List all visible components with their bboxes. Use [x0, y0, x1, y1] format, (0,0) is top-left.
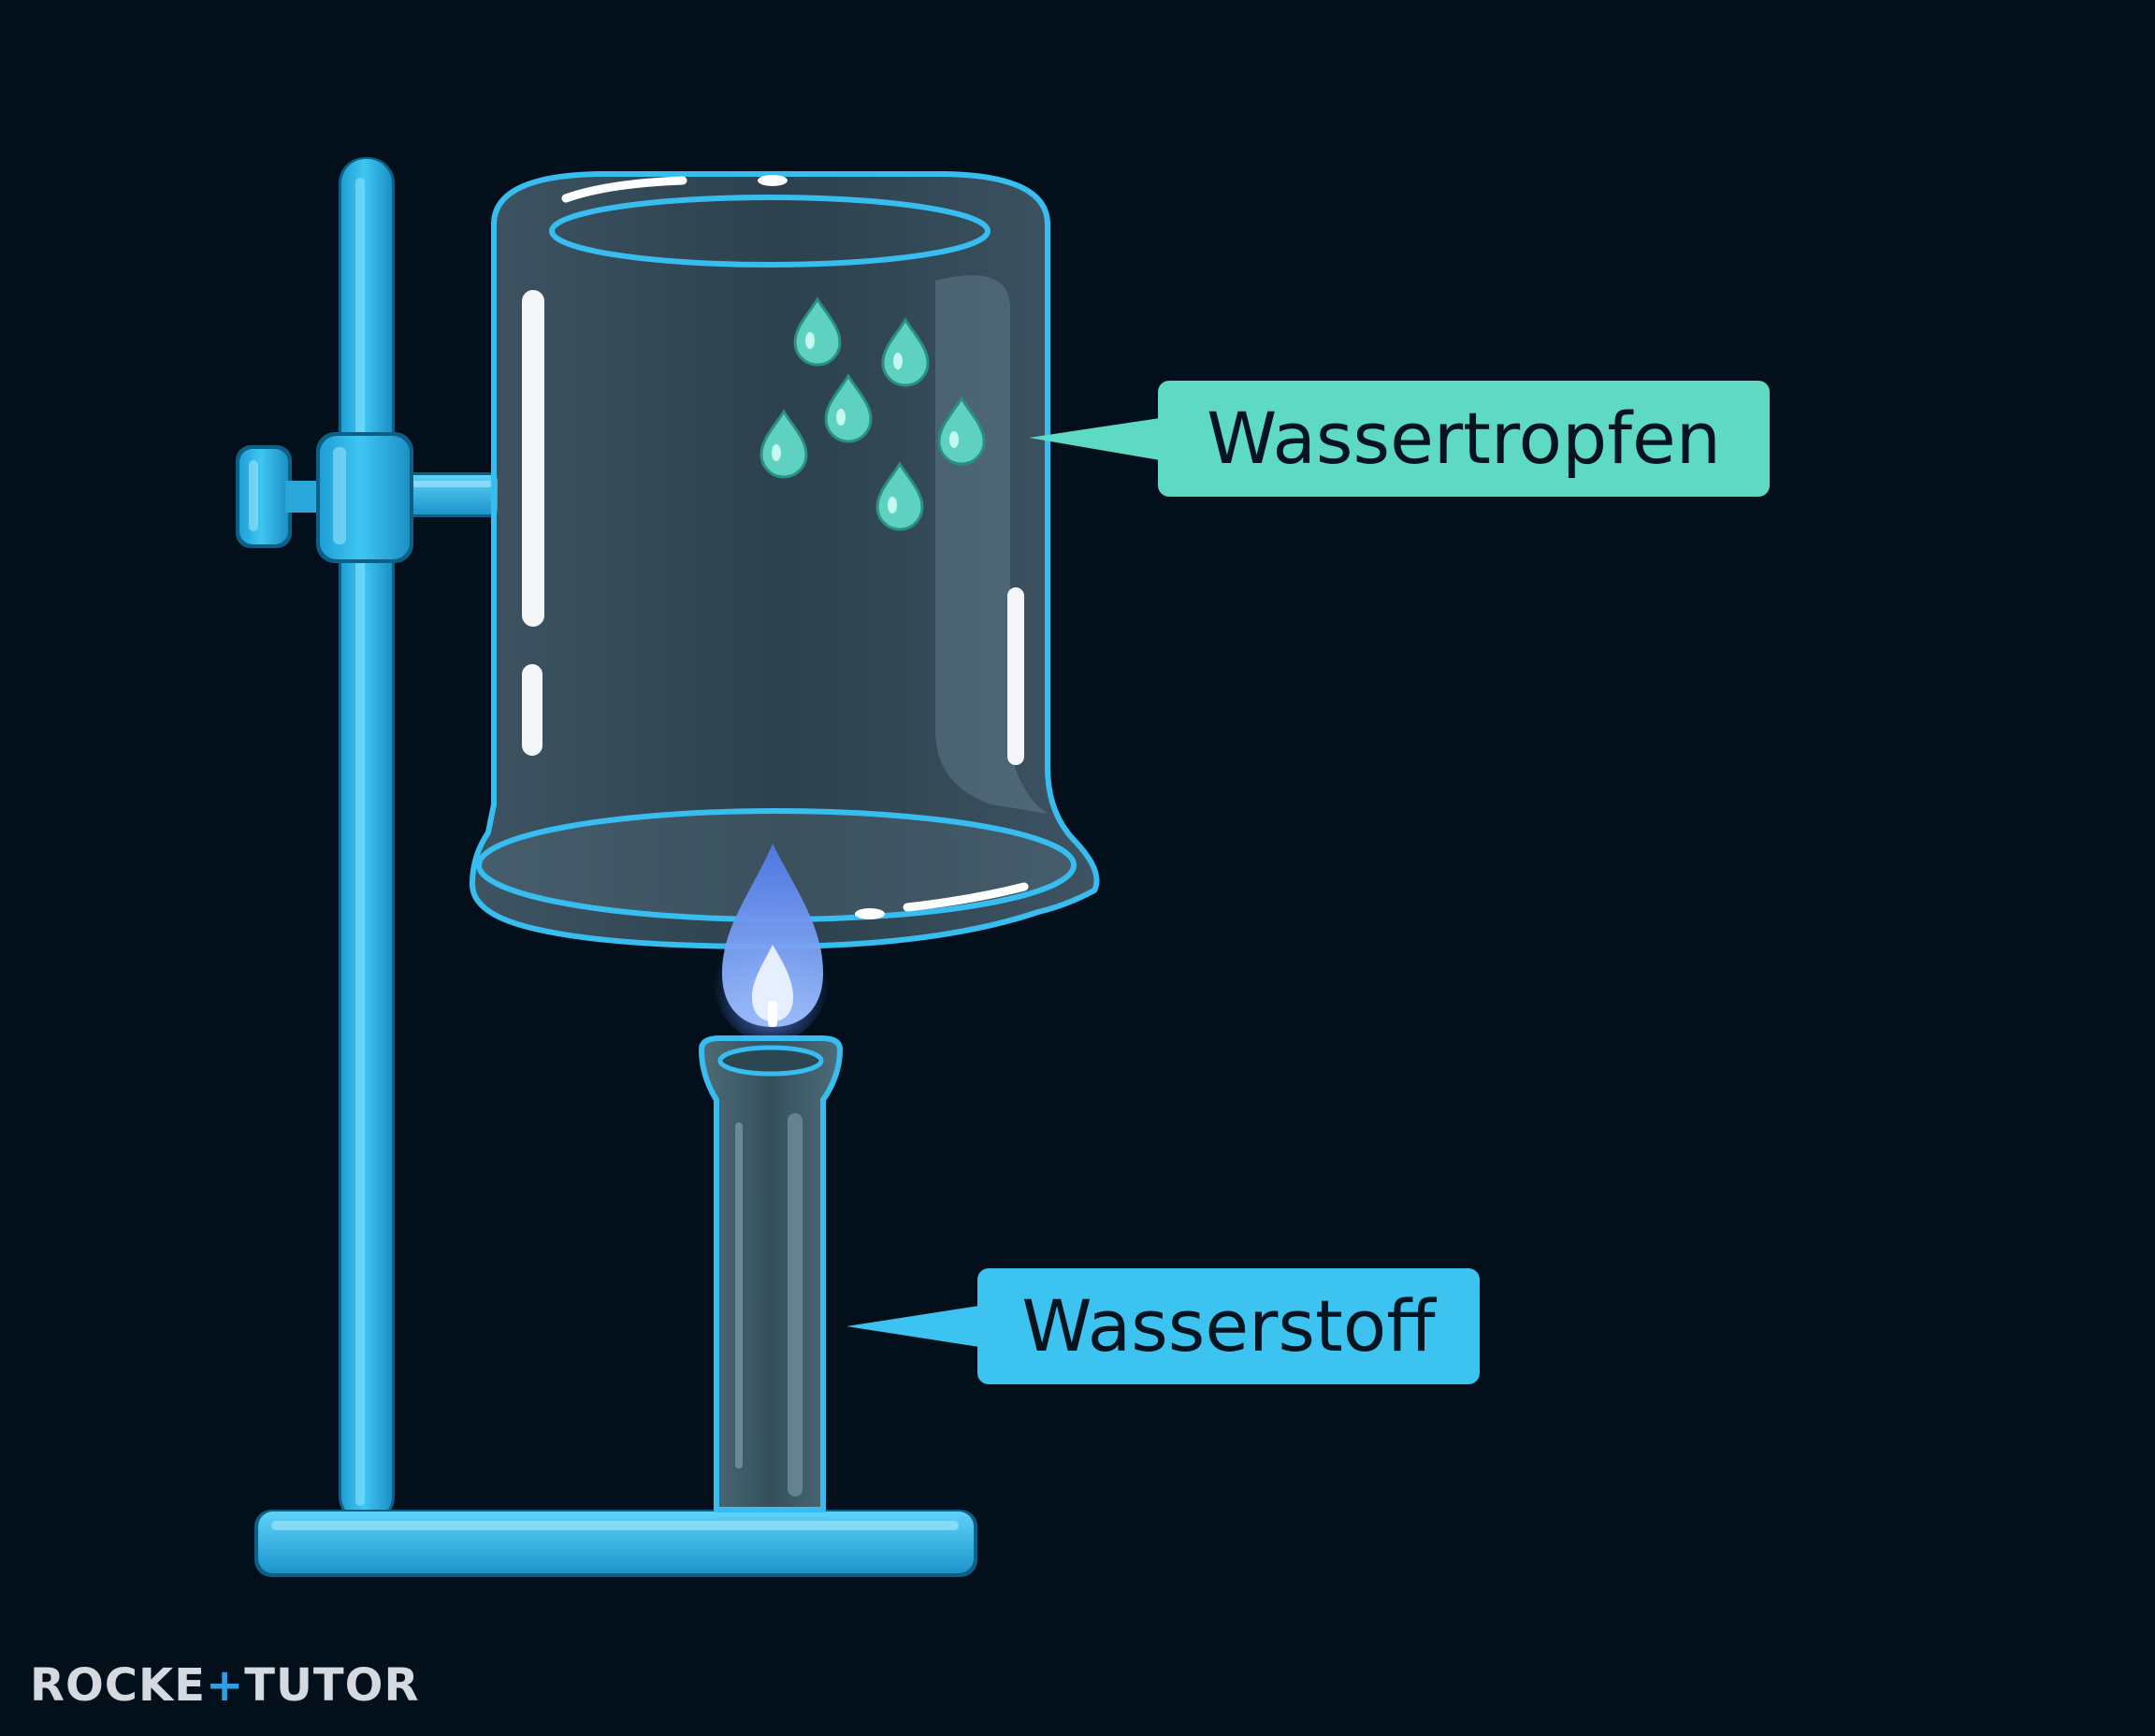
droplet: [881, 317, 930, 387]
logo-text-part2: TUTOR: [244, 1659, 420, 1712]
clamp-arm: [393, 472, 498, 517]
clamp-boss: [316, 432, 413, 563]
test-tube: [699, 1035, 843, 1512]
stand-rod: [339, 157, 395, 1523]
droplet: [793, 297, 842, 367]
flame-icon: [713, 844, 829, 1043]
callout-pointer-hydrogen: [846, 1306, 979, 1347]
label-water-drops: Wassertropfen: [1158, 381, 1770, 497]
droplet: [875, 461, 924, 531]
logo-plus-mark: +: [205, 1659, 245, 1712]
water-droplets: [759, 297, 986, 531]
clamp-knob: [236, 445, 323, 548]
label-hydrogen: Wasserstoff: [977, 1268, 1480, 1384]
callout-pointer-drops: [1029, 418, 1160, 460]
droplet: [759, 409, 808, 479]
stand-base: [254, 1510, 977, 1577]
logo-text-part1: ROCKE: [30, 1659, 206, 1712]
brand-logo: ROCKE+TUTOR: [30, 1657, 419, 1714]
droplet: [937, 396, 986, 466]
bell-jar: [470, 171, 1100, 949]
droplet: [824, 373, 873, 443]
